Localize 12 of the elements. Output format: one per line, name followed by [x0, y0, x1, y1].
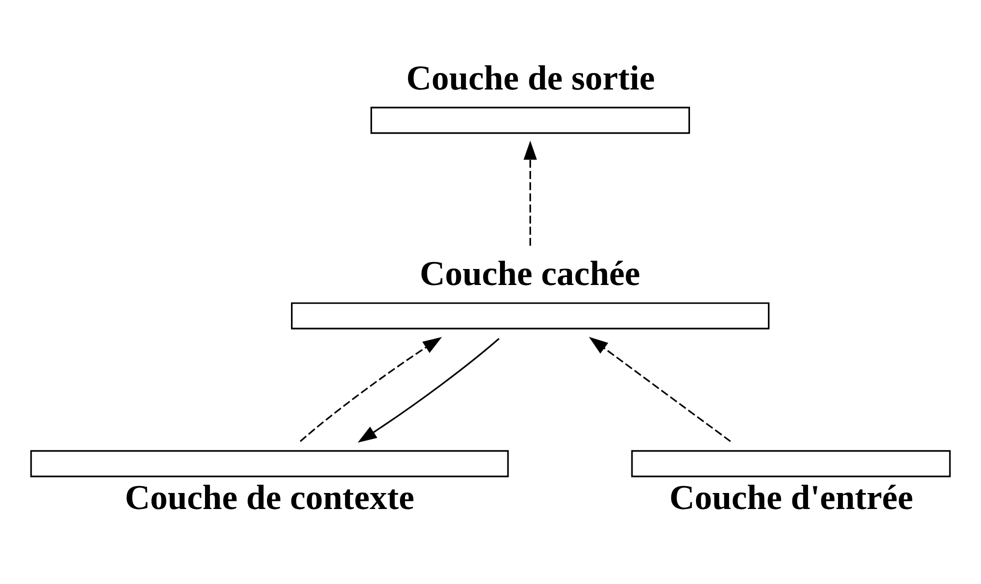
- node-label: Couche d'entrée: [669, 478, 914, 518]
- arrow: [524, 140, 537, 246]
- arrow: [588, 336, 731, 442]
- node-box: [631, 450, 951, 478]
- node-label: Couche de contexte: [124, 478, 414, 518]
- node-label: Couche cachée: [420, 254, 640, 294]
- node-box: [370, 106, 690, 134]
- node-box: [30, 450, 509, 478]
- node-label: Couche de sortie: [406, 58, 655, 98]
- node-box: [290, 302, 770, 330]
- arrow: [358, 338, 500, 443]
- arrow: [300, 336, 442, 442]
